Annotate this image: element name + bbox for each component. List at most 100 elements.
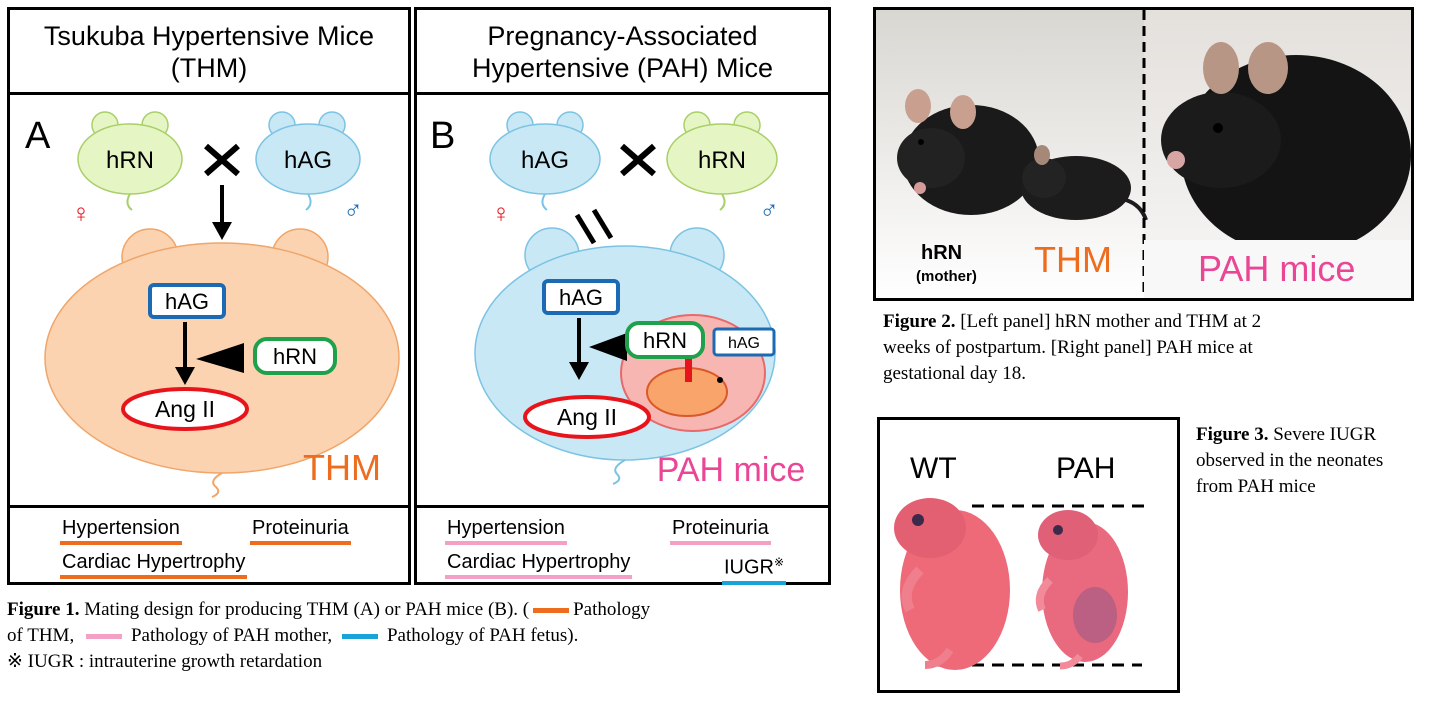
figure2-line2: weeks of postpartum. [Right panel] PAH m… <box>883 337 1253 358</box>
pah-hrn-box <box>625 321 705 359</box>
figure3-line1: Figure 3. Severe IUGR <box>1196 422 1436 448</box>
figure1-label: Figure 1. <box>7 599 80 620</box>
thm-cross-icon <box>204 143 240 177</box>
panel-thm-letter: A <box>25 115 51 157</box>
pah-pathology-hypertension: Hypertension <box>445 517 567 545</box>
thm-ang-label: Ang II <box>155 396 215 422</box>
thm-inhibit-arrow-icon <box>196 343 244 373</box>
figure3-label: Figure 3. <box>1196 424 1269 445</box>
pah-equals-icon <box>574 208 614 245</box>
panel-pah-title: Pregnancy-Associated Hypertensive (PAH) … <box>417 10 828 95</box>
thm-pathology-hypertension: Hypertension <box>60 517 182 545</box>
pah-fetus-swatch <box>342 634 379 640</box>
pah-hag-box <box>542 279 620 315</box>
thm-down-arrow-icon <box>212 185 232 240</box>
thm-pathology-swatch <box>533 608 570 614</box>
figure2-photo: hRN (mother) THM PAH mice <box>873 7 1414 301</box>
panel-pah-title-line2: Hypertensive (PAH) Mice <box>471 53 774 83</box>
panel-thm-title-line2: (THM) <box>170 53 248 83</box>
pah-small-hag-box <box>712 327 776 357</box>
pah-hag-label: hAG <box>559 285 603 310</box>
figure2-mother-label: (mother) <box>916 268 977 285</box>
thm-pup-image <box>1021 145 1148 221</box>
thm-female-symbol: ♀ <box>71 198 91 228</box>
panel-pah-diagram: hAG ♀ hRN ♂ <box>417 95 828 508</box>
panel-thm-title: Tsukuba Hypertensive Mice (THM) <box>10 10 408 95</box>
pah-diagram-svg: hAG ♀ hRN ♂ <box>474 111 806 489</box>
pah-offspring-label: PAH mice <box>657 451 806 489</box>
wt-neonate-image <box>894 498 1010 670</box>
figure2-line1: Figure 2. [Left panel] hRN mother and TH… <box>883 309 1423 335</box>
panel-thm-title-line1: Tsukuba Hypertensive Mice <box>43 21 375 51</box>
thm-male-parent-label: hAG <box>284 147 332 174</box>
panel-pah-title-line1: Pregnancy-Associated <box>487 21 758 51</box>
pah-male-parent-mouse <box>666 111 778 211</box>
thm-male-symbol: ♂ <box>343 195 363 225</box>
panel-thm-pathology: Hypertension Proteinuria Cardiac Hypertr… <box>10 508 408 582</box>
figure2-thm-label: THM <box>1034 239 1112 280</box>
panel-pah-pathology: Hypertension Proteinuria Cardiac Hypertr… <box>417 508 828 585</box>
pah-mouse-image <box>1144 42 1411 298</box>
pah-pathology-iugr-text: IUGR <box>724 556 774 579</box>
pah-male-parent-label: hRN <box>698 147 746 174</box>
figure1-text1: Mating design for producing THM (A) or P… <box>79 599 530 620</box>
thm-female-parent-mouse <box>77 111 183 211</box>
figure3-photo: WT PAH <box>877 417 1180 693</box>
pah-female-symbol: ♀ <box>491 198 511 228</box>
pah-pathology-cardiac-hypertrophy: Cardiac Hypertrophy <box>445 551 633 579</box>
pah-cross-icon <box>620 143 656 177</box>
figure3-line3: from PAH mice <box>1196 476 1316 497</box>
figure1-text2: Pathology <box>573 599 651 620</box>
figure3-text1: Severe IUGR <box>1268 424 1377 445</box>
thm-offspring-label: THM <box>303 447 381 488</box>
figure2-label: Figure 2. <box>883 311 956 332</box>
pah-pathology-proteinuria: Proteinuria <box>670 517 771 545</box>
panel-thm-diagram: hRN ♀ hAG ♂ <box>10 95 408 508</box>
figure2-line3: gestational day 18. <box>883 363 1026 384</box>
thm-hag-box <box>148 283 226 319</box>
pah-pathology-iugr: IUGR※ <box>722 551 787 585</box>
pah-female-parent-label: hAG <box>521 147 569 174</box>
panel-pah-letter: B <box>430 115 456 157</box>
figure1-line2b: Pathology of PAH mother, <box>130 625 333 646</box>
figure1-line2a: of THM, <box>7 625 75 646</box>
hrn-mother-mouse-image <box>897 89 1039 215</box>
figure2-pah-label: PAH mice <box>1198 248 1356 289</box>
figure1-caption: Figure 1. Mating design for producing TH… <box>7 597 837 675</box>
figure1-line1: Figure 1. Mating design for producing TH… <box>7 597 837 623</box>
figure3-photo-svg <box>894 498 1150 670</box>
pah-male-symbol: ♂ <box>759 195 779 225</box>
figure2-photo-svg <box>876 10 1411 298</box>
pah-ang-ellipse <box>523 395 651 439</box>
pah-neonate-image <box>1035 510 1128 670</box>
thm-female-parent-label: hRN <box>106 147 154 174</box>
thm-hag-to-ang-arrow-icon <box>175 322 195 385</box>
pah-small-hag-label: hAG <box>728 335 760 352</box>
pah-inhibit-arrow-icon <box>589 333 627 361</box>
panel-thm: Tsukuba Hypertensive Mice (THM) hRN ♀ hA… <box>7 7 411 585</box>
thm-hrn-box <box>253 337 337 375</box>
figure2-hrn-label: hRN <box>921 242 963 264</box>
figure3-line2: observed in the neonates <box>1196 450 1384 471</box>
thm-pathology-proteinuria: Proteinuria <box>250 517 351 545</box>
pah-female-parent-mouse <box>489 111 601 211</box>
thm-diagram-svg: hRN ♀ hAG ♂ <box>44 111 400 498</box>
thm-hag-label: hAG <box>165 289 209 314</box>
pah-hrn-label: hRN <box>643 328 687 353</box>
figure1-line2: of THM, Pathology of PAH mother, Patholo… <box>7 623 837 649</box>
panel-pah: Pregnancy-Associated Hypertensive (PAH) … <box>414 7 831 585</box>
figure2-text1: [Left panel] hRN mother and THM at 2 <box>955 311 1262 332</box>
thm-ang-ellipse <box>121 387 249 431</box>
iugr-mark: ※ <box>774 555 785 569</box>
pah-hag-to-ang-arrow-icon <box>569 318 589 380</box>
figure3-wt-label: WT <box>910 452 957 485</box>
figure3-caption: Figure 3. Severe IUGR observed in the ne… <box>1196 422 1436 500</box>
figure1-line3: ※ IUGR : intrauterine growth retardation <box>7 651 323 672</box>
pah-mother-swatch <box>86 634 123 640</box>
thm-pathology-cardiac-hypertrophy: Cardiac Hypertrophy <box>60 551 248 579</box>
figure3-pah-label: PAH <box>1056 452 1116 485</box>
thm-hrn-label: hRN <box>273 344 317 369</box>
thm-male-parent-mouse <box>255 111 361 211</box>
figure1-line2c: Pathology of PAH fetus). <box>386 625 579 646</box>
figure2-caption: Figure 2. [Left panel] hRN mother and TH… <box>883 309 1423 387</box>
